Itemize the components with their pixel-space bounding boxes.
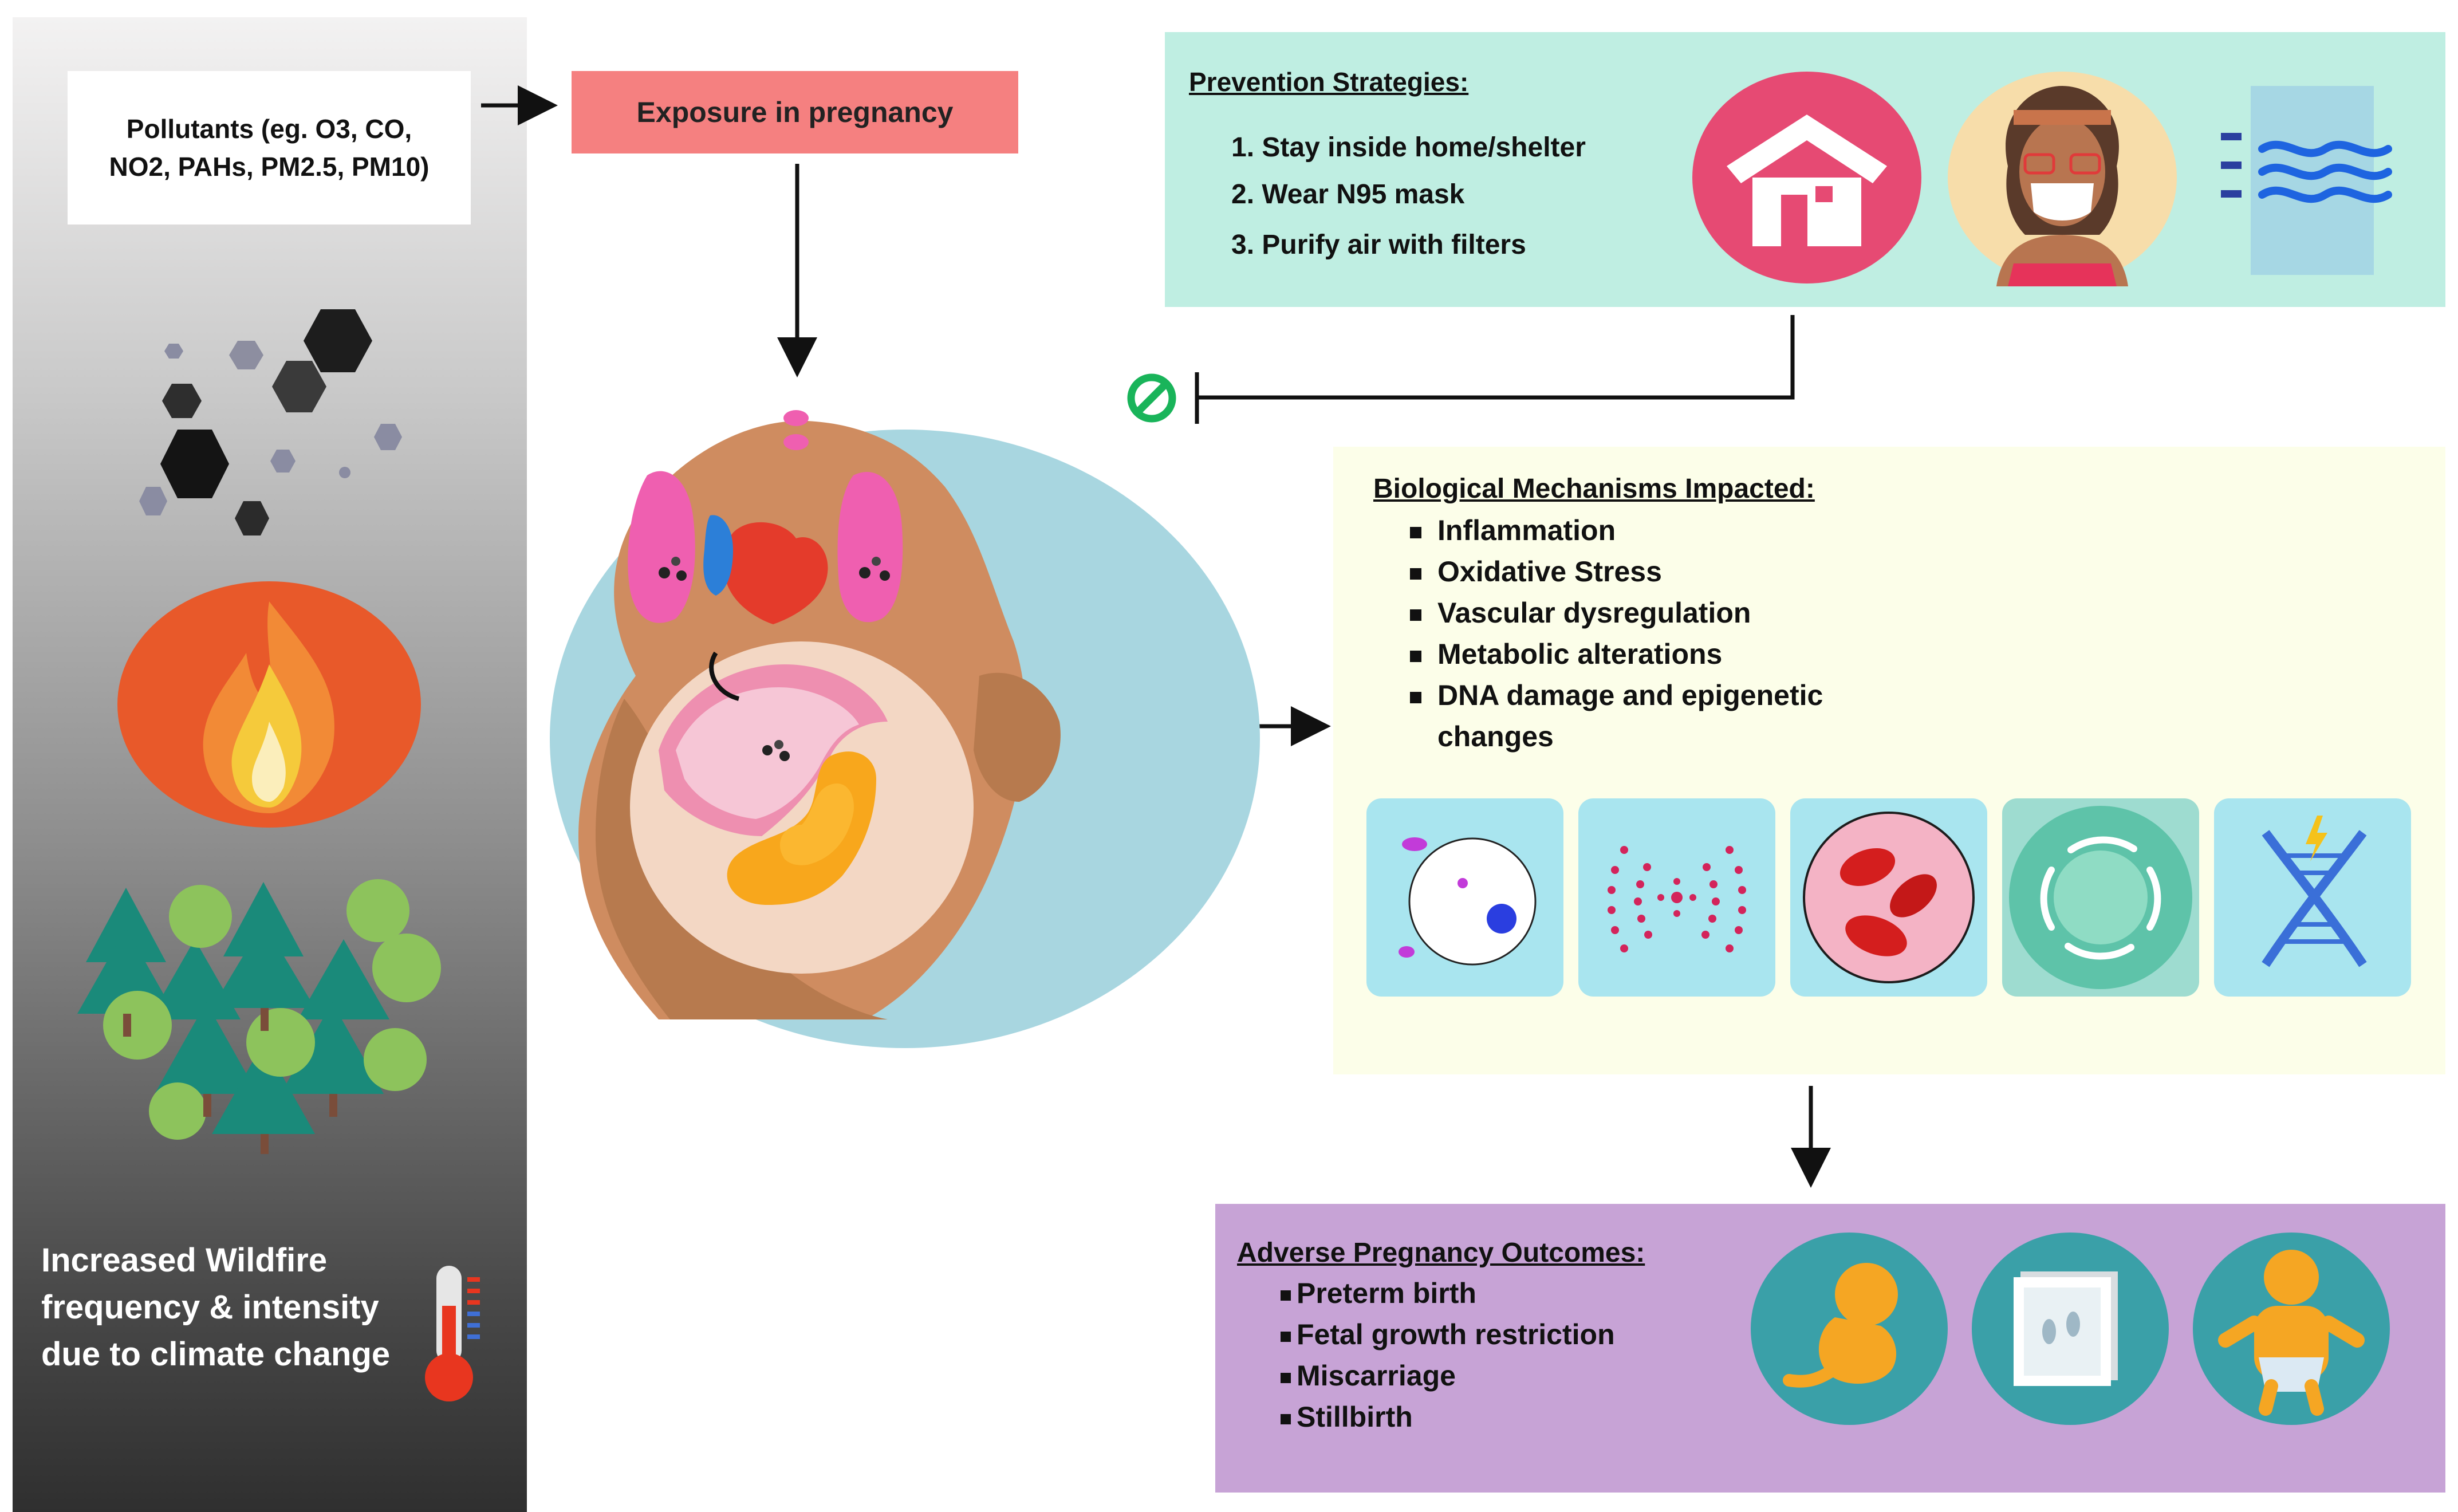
outcomes-title: Adverse Pregnancy Outcomes: xyxy=(1237,1238,1645,1268)
pollutants-box: Pollutants (eg. O3, CO, NO2, PAHs, PM2.5… xyxy=(68,71,471,225)
metabolic-tile xyxy=(2002,798,2199,997)
block-icon xyxy=(1127,373,1176,423)
thermometer-icon xyxy=(425,1266,480,1401)
smoke-particles-icon xyxy=(139,309,402,536)
metabolic-cycle-icon xyxy=(2009,806,2192,989)
fetus-icon xyxy=(1751,1233,1948,1425)
exposure-label: Exposure in pregnancy xyxy=(636,96,954,128)
footprints-card-icon xyxy=(1972,1233,2169,1425)
mechanism-item: Inflammation xyxy=(1410,510,1616,551)
red-blood-cells-icon xyxy=(1803,812,1975,983)
climate-change-label: Increased Wildfire frequency & intensity… xyxy=(41,1242,391,1373)
outcome-item: Miscarriage xyxy=(1281,1355,1456,1396)
inflammation-tile xyxy=(1366,798,1563,997)
mechanism-item: Oxidative Stress xyxy=(1410,551,1662,592)
mechanism-item: Metabolic alterations xyxy=(1410,633,1722,675)
mechanism-item: DNA damage and epigenetic xyxy=(1410,675,1823,716)
mechanism-item-continued: changes xyxy=(1437,720,1554,753)
prevention-item: 2. Wear N95 mask xyxy=(1231,179,1465,210)
prevention-title: Prevention Strategies: xyxy=(1189,67,1469,97)
outcome-item: Stillbirth xyxy=(1281,1396,1413,1438)
air-filter-icon xyxy=(2221,86,2392,275)
exposure-box: Exposure in pregnancy xyxy=(572,71,1018,153)
vascular-tile xyxy=(1790,798,1987,997)
forest-icon xyxy=(77,879,441,1154)
pollutants-label: Pollutants (eg. O3, CO, NO2, PAHs, PM2.5… xyxy=(109,114,430,182)
n95-mask-icon xyxy=(1948,72,2177,286)
fire-icon xyxy=(117,581,421,828)
prevention-item: 3. Purify air with filters xyxy=(1231,230,1526,260)
mechanisms-title: Biological Mechanisms Impacted: xyxy=(1373,474,1815,504)
oxidative-stress-icon xyxy=(1608,846,1746,952)
home-shelter-icon xyxy=(1692,72,1921,284)
oxidative-stress-tile xyxy=(1578,798,1775,997)
outcome-item: Preterm birth xyxy=(1281,1273,1476,1314)
baby-icon xyxy=(2193,1233,2390,1425)
dna-tile xyxy=(2214,798,2411,997)
dna-icon xyxy=(2262,816,2367,967)
prevention-item: 1. Stay inside home/shelter xyxy=(1231,132,1586,163)
inflammation-icon xyxy=(1399,837,1537,966)
pregnancy-illustration xyxy=(550,410,1260,1048)
outcome-item: Fetal growth restriction xyxy=(1281,1314,1615,1355)
mechanism-item: Vascular dysregulation xyxy=(1410,592,1751,633)
